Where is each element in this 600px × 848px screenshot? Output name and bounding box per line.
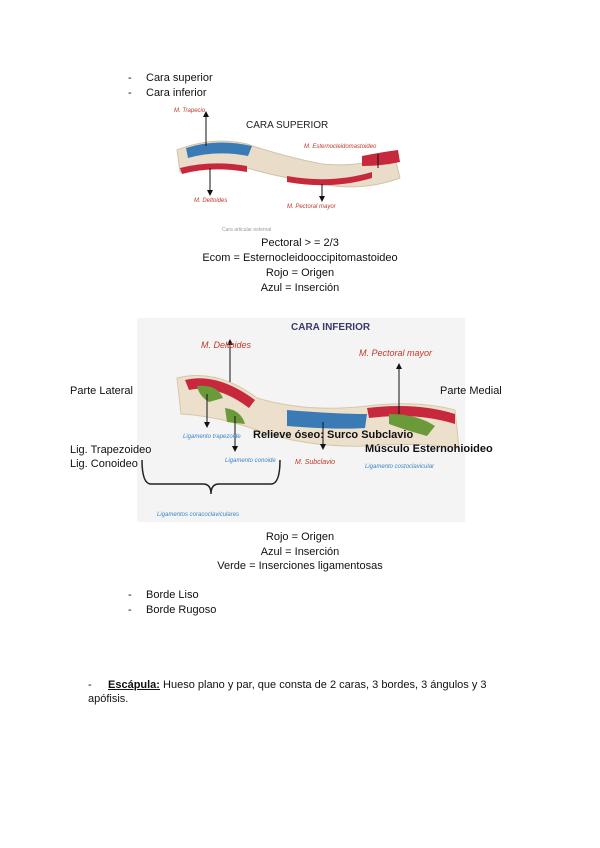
ligament-area	[197, 385, 223, 402]
label-trapecio: M. Trapecio	[174, 108, 206, 114]
insertion-area	[287, 410, 367, 429]
list-item-borde-liso: -Borde Liso	[128, 589, 199, 601]
label-pectoral: M. Pectoral mayor	[359, 348, 433, 358]
list-item-borde-rugoso: -Borde Rugoso	[128, 604, 217, 616]
label-conoide: Ligamento conoide	[225, 458, 276, 464]
label-costoclavicular: Ligamento costoclavicular	[365, 464, 435, 470]
note-line: Pectoral > = 2/3	[261, 237, 339, 249]
note-line: Azul = Inserción	[260, 546, 340, 558]
label-parte-lateral: Parte Lateral	[70, 385, 133, 397]
label-subclavio: M. Subclavio	[295, 459, 335, 466]
insertion-area	[186, 142, 252, 158]
arrow-head	[319, 196, 325, 202]
label-pectoral: M. Pectoral mayor	[287, 204, 337, 210]
arrow-head	[203, 111, 209, 117]
origin-area	[287, 172, 372, 186]
note-line: Azul = Inserción	[260, 282, 340, 294]
escapula-term: Escápula:	[108, 679, 160, 691]
label-relieve-oseo: Relieve óseo: Surco Subclavio	[253, 429, 414, 441]
figure-caption: Cara articular esternal	[222, 227, 271, 233]
label-musculo-esternohioideo: Músculo Esternohioideo	[365, 443, 493, 455]
escapula-paragraph: -Escápula: Hueso plano y par, que consta…	[88, 679, 487, 705]
label-ecom: M. Esternocleidomastoideo	[304, 144, 377, 150]
clavicle-superior-illustration: CARA SUPERIOR M. Trapecio M. Esternoclei…	[174, 108, 401, 233]
figure-title: CARA SUPERIOR	[246, 120, 328, 131]
arrow-head	[227, 339, 233, 345]
label-deltoides: M. Deltoides	[194, 198, 227, 204]
arrow-head	[207, 190, 213, 196]
label-lig-conoideo: Lig. Conoideo	[70, 458, 138, 470]
note-line: Verde = Inserciones ligamentosas	[217, 560, 383, 572]
arrow-head	[232, 446, 238, 452]
note-line: Ecom = Esternocleidooccipitomastoideo	[202, 252, 398, 264]
clavicle-bone-shape	[176, 375, 460, 449]
arrow-head	[204, 422, 210, 428]
label-coracoclaviculares: Ligamentos coracoclaviculares	[157, 512, 239, 518]
figure-title: CARA INFERIOR	[291, 322, 371, 333]
list-item-label: Borde Rugoso	[146, 604, 217, 616]
label-deltoides: M. Deltoides	[201, 340, 252, 350]
list-item-label: Cara superior	[146, 72, 213, 84]
list-item-cara-inferior: -Cara inferior	[128, 87, 207, 99]
origin-area	[362, 150, 400, 166]
clavicle-inferior-figure: CARA INFERIOR M. Deltoides M. Pectoral m…	[137, 318, 465, 522]
label-lig-trapezoideo: Lig. Trapezoideo	[70, 444, 152, 456]
list-item-label: Cara inferior	[146, 87, 207, 99]
ligament-area	[389, 414, 435, 436]
clavicle-inferior-illustration: CARA INFERIOR M. Deltoides M. Pectoral m…	[141, 322, 460, 518]
origin-area	[185, 378, 255, 408]
note-line: Rojo = Origen	[265, 267, 335, 279]
origin-area	[180, 163, 247, 174]
brace-shape	[141, 459, 281, 495]
origin-area	[367, 406, 455, 424]
label-trapezoide: Ligamento trapezoide	[183, 434, 241, 440]
escapula-text: Hueso plano y par, que consta de 2 caras…	[88, 679, 487, 705]
clavicle-superior-figure: CARA SUPERIOR M. Trapecio M. Esternoclei…	[172, 106, 410, 234]
list-item-label: Borde Liso	[146, 589, 199, 601]
note-line: Rojo = Origen	[265, 531, 335, 543]
label-parte-medial: Parte Medial	[440, 385, 502, 397]
arrow-head	[396, 363, 402, 369]
list-item-cara-superior: -Cara superior	[128, 72, 213, 84]
arrow-head	[320, 444, 326, 450]
